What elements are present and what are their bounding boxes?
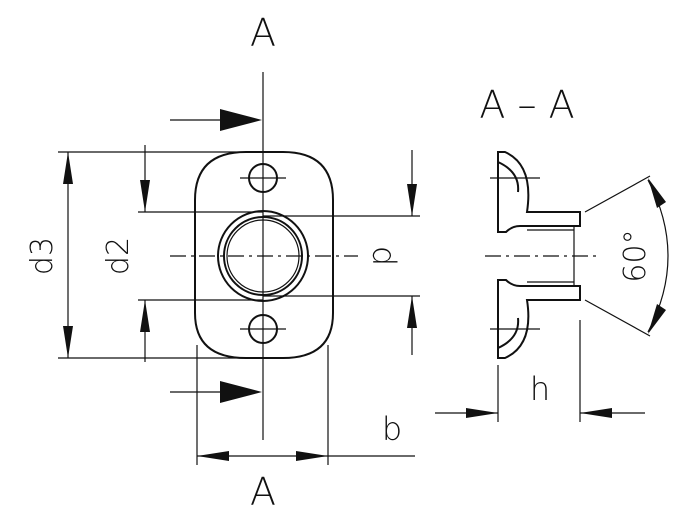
boss-bore [226, 219, 300, 293]
angle-arrow-top-icon [648, 178, 666, 208]
section-mark-top: A [250, 11, 276, 55]
d3-arrow-bottom-icon [63, 326, 73, 358]
h-arrow-right-icon [580, 408, 612, 418]
dim-b-label: b [382, 410, 402, 448]
b-arrow-left-icon [197, 451, 229, 461]
section-arrow-bottom-icon [220, 381, 262, 403]
d3-arrow-top-icon [63, 152, 73, 184]
d-arrow-top-icon [407, 184, 417, 216]
dim-h-label: h [530, 370, 550, 408]
dim-d2-label: d2 [101, 237, 136, 275]
front-view: A A d3 d2 d b [25, 11, 420, 514]
section-view: A – A h 60° [435, 83, 669, 422]
d-arrow-bottom-icon [407, 296, 417, 328]
section-lower [497, 279, 581, 359]
section-mark-bottom: A [250, 470, 276, 514]
d2-arrow-top-icon [140, 180, 150, 212]
dim-angle-label: 60° [618, 229, 653, 282]
boss-outer [217, 210, 309, 302]
h-arrow-left-icon [466, 408, 498, 418]
dim-d3-label: d3 [25, 237, 60, 275]
plate-outline [194, 151, 334, 359]
angle-arrow-bottom-icon [648, 304, 666, 334]
boss-thread [223, 216, 303, 296]
d2-arrow-bottom-icon [140, 300, 150, 332]
section-upper [497, 151, 581, 233]
section-title: A – A [479, 83, 574, 127]
section-arrow-top-icon [220, 109, 262, 131]
b-arrow-right-icon [296, 451, 328, 461]
dim-d-label: d [365, 246, 403, 266]
